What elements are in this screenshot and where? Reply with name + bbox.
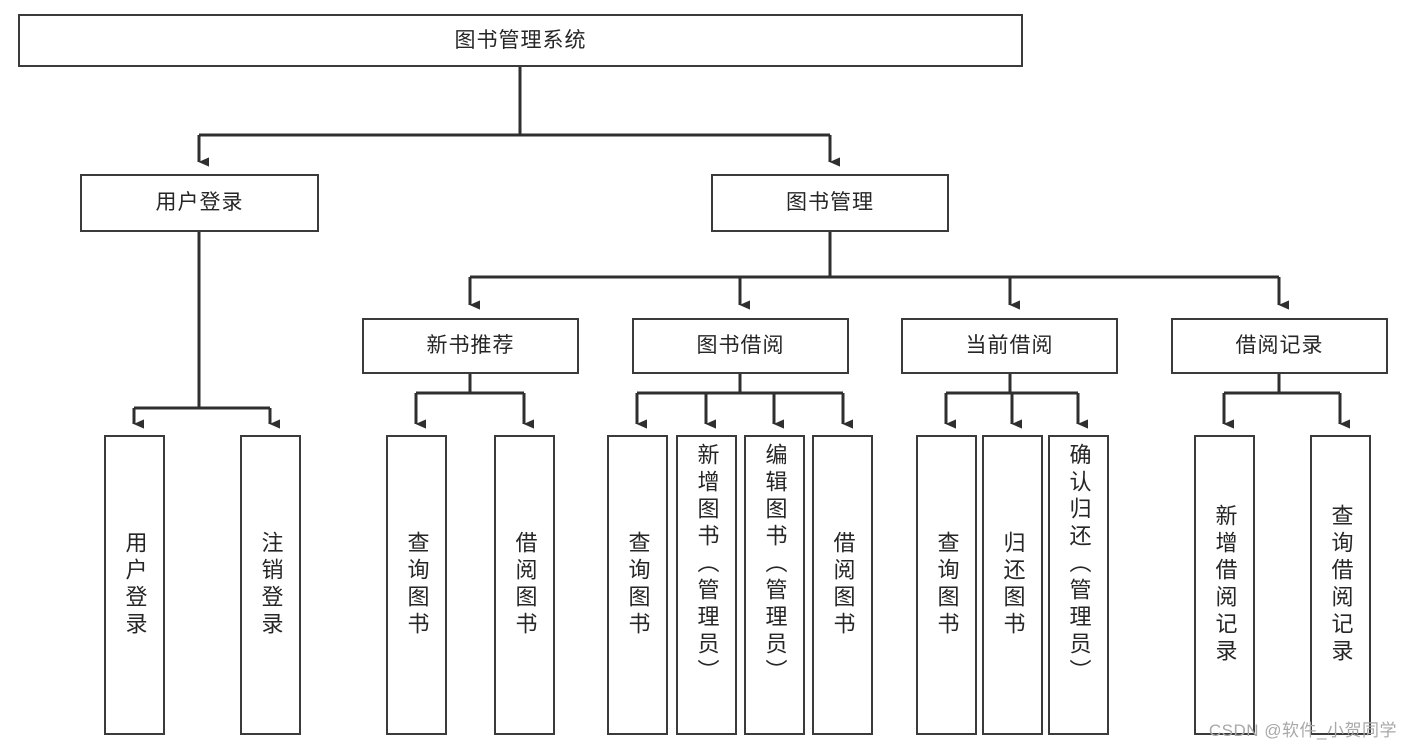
node-label: 新书推荐	[426, 334, 515, 358]
node-label: 查询借阅记录	[1328, 504, 1354, 666]
node-borrow-record[interactable]: 借阅记录	[1171, 318, 1388, 374]
node-leaf-edit-book-admin[interactable]: 编辑图书（管理员）	[744, 435, 805, 735]
node-root-system[interactable]: 图书管理系统	[18, 14, 1023, 67]
node-label: 查询图书	[404, 531, 430, 639]
node-leaf-return-book[interactable]: 归还图书	[982, 435, 1043, 735]
node-leaf-borrow-book-nb[interactable]: 借阅图书	[494, 435, 555, 735]
node-label: 图书管理系统	[454, 28, 587, 52]
node-label: 新增借阅记录	[1212, 504, 1238, 666]
node-leaf-add-book-admin[interactable]: 新增图书（管理员）	[676, 435, 737, 735]
node-label: 注销登录	[258, 531, 284, 639]
node-label: 编辑图书（管理员）	[762, 443, 788, 686]
node-leaf-query-book-cb[interactable]: 查询图书	[916, 435, 977, 735]
watermark-text: CSDN @软件_小贺同学	[1208, 721, 1397, 740]
node-label: 图书借阅	[696, 334, 785, 358]
node-book-borrow[interactable]: 图书借阅	[632, 318, 849, 374]
node-leaf-add-borrow-record[interactable]: 新增借阅记录	[1194, 435, 1255, 735]
node-label: 确认归还（管理员）	[1066, 443, 1092, 686]
node-leaf-query-book-nb[interactable]: 查询图书	[386, 435, 447, 735]
node-label: 归还图书	[1000, 531, 1026, 639]
node-label: 借阅记录	[1235, 334, 1324, 358]
node-book-management[interactable]: 图书管理	[711, 174, 949, 232]
node-label: 查询图书	[625, 531, 651, 639]
node-label: 查询图书	[934, 531, 960, 639]
node-leaf-logout[interactable]: 注销登录	[240, 435, 301, 735]
node-new-book-recommend[interactable]: 新书推荐	[362, 318, 579, 374]
node-label: 用户登录	[122, 531, 148, 639]
node-user-login[interactable]: 用户登录	[80, 174, 319, 232]
node-leaf-borrow-book-bb[interactable]: 借阅图书	[812, 435, 873, 735]
node-leaf-user-login[interactable]: 用户登录	[104, 435, 165, 735]
node-leaf-query-borrow-record[interactable]: 查询借阅记录	[1310, 435, 1371, 735]
node-leaf-confirm-return-admin[interactable]: 确认归还（管理员）	[1048, 435, 1109, 735]
node-label: 当前借阅	[965, 334, 1054, 358]
node-label: 借阅图书	[512, 531, 538, 639]
node-label: 用户登录	[155, 191, 244, 215]
node-current-borrow[interactable]: 当前借阅	[901, 318, 1118, 374]
node-leaf-query-book-bb[interactable]: 查询图书	[607, 435, 668, 735]
node-label: 图书管理	[786, 191, 874, 215]
node-label: 借阅图书	[830, 531, 856, 639]
node-label: 新增图书（管理员）	[694, 443, 720, 686]
